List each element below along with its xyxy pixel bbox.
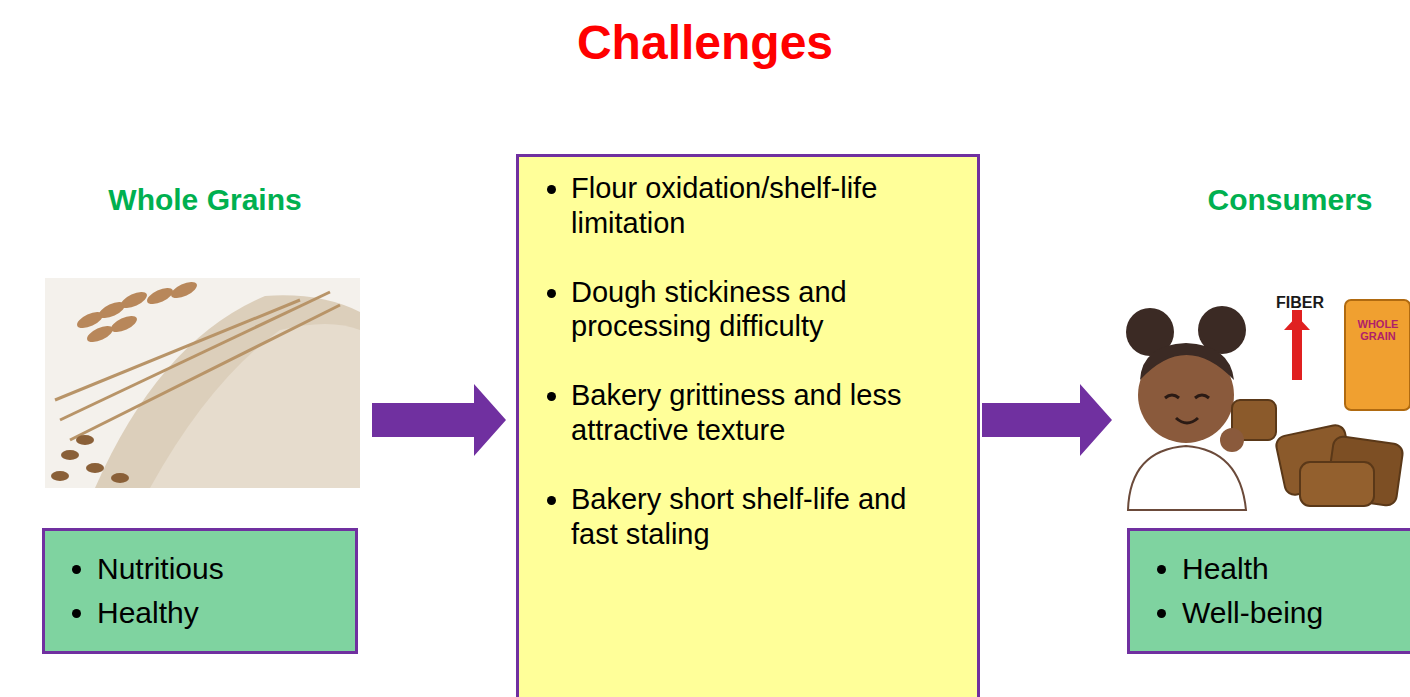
flour-pile — [95, 295, 360, 488]
bullet-list: NutritiousHealthy — [45, 547, 343, 634]
bag-label: WHOLE GRAIN — [1348, 318, 1408, 342]
eye — [1195, 395, 1209, 398]
wheat-grain — [145, 285, 175, 308]
wheat-grain — [85, 323, 115, 346]
bullet-item: Well-being — [1182, 591, 1410, 635]
smile — [1176, 418, 1198, 423]
wheat-grain — [169, 279, 199, 302]
bullet-list: Flour oxidation/shelf-life limitationDou… — [519, 171, 959, 551]
column-heading: Consumers — [1122, 182, 1410, 218]
node-column: Whole GrainsNutritiousHealthy — [40, 182, 370, 672]
challenge-box: Flour oxidation/shelf-life limitationDou… — [516, 154, 980, 697]
kernel — [86, 463, 104, 473]
bullet-item: Healthy — [97, 591, 343, 635]
kernel — [111, 473, 129, 483]
bullet-item: Health — [1182, 547, 1410, 591]
wheat-stalk — [70, 305, 340, 440]
eye — [1165, 395, 1179, 398]
block-arrow — [982, 384, 1112, 456]
node-column: ConsumersHealthWell-being — [1122, 182, 1410, 672]
illustration-ground — [1125, 288, 1410, 510]
photo-ground — [45, 278, 360, 488]
bread-bag — [1345, 300, 1410, 410]
arrow-head — [1284, 316, 1310, 330]
block-arrow — [372, 384, 506, 456]
bullet-item: Bakery short shelf-life and fast staling — [571, 482, 959, 552]
diagram-title: Challenges — [0, 14, 1410, 72]
column-heading: Whole Grains — [40, 182, 370, 218]
grain-kernels — [51, 435, 129, 483]
kernel — [61, 450, 79, 460]
bullet-list: HealthWell-being — [1130, 547, 1410, 634]
bullet-item: Flour oxidation/shelf-life limitation — [571, 171, 959, 241]
wheat-grain — [119, 289, 149, 312]
benefit-box: HealthWell-being — [1127, 528, 1410, 654]
illustration-label: FIBER — [1268, 294, 1332, 312]
bread-slice — [1300, 462, 1374, 506]
wheat-heads — [75, 279, 199, 346]
bullet-item: Dough stickiness and processing difficul… — [571, 275, 959, 345]
bullet-item: Nutritious — [97, 547, 343, 591]
kernel — [51, 471, 69, 481]
hair — [1140, 343, 1234, 380]
benefit-box: NutritiousHealthy — [42, 528, 358, 654]
wheat-grain — [109, 313, 139, 336]
shirt — [1128, 446, 1246, 510]
hand — [1220, 428, 1244, 452]
wheat-stalks — [55, 292, 340, 440]
wheat-stalk — [60, 292, 330, 420]
kernel — [76, 435, 94, 445]
bullet-item: Bakery grittiness and less attractive te… — [571, 378, 959, 448]
